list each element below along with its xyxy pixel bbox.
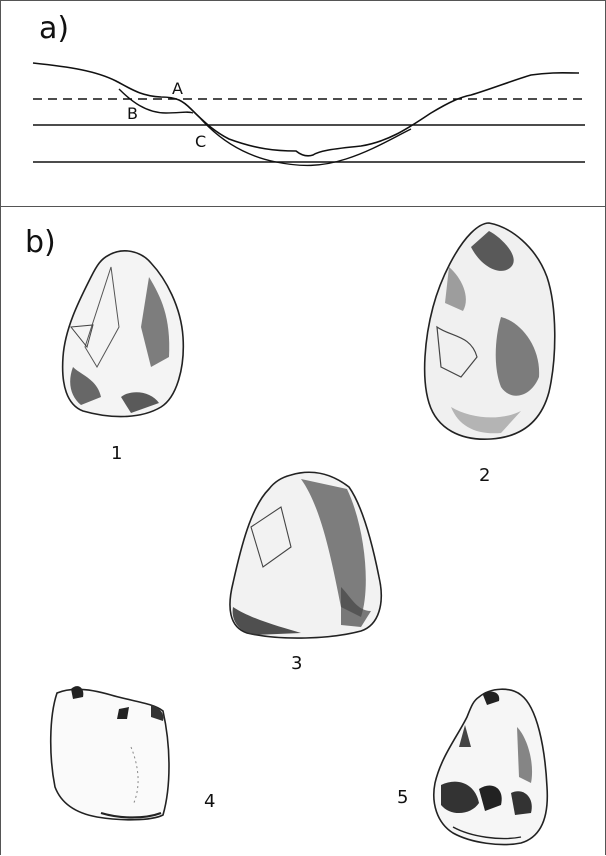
point-label-c: C <box>195 132 206 151</box>
panel-b: b) <box>1 207 606 856</box>
artifact-1-drawing <box>63 251 184 417</box>
point-label-a: A <box>172 79 183 98</box>
artifact-5-drawing <box>434 689 547 844</box>
artifact-4-number: 4 <box>204 791 215 812</box>
panel-a: a) A B C <box>1 1 606 207</box>
ground-surface-profile <box>33 63 579 156</box>
artifact-4-drawing <box>51 686 169 820</box>
artifact-3-drawing <box>230 472 381 638</box>
artifact-5-number: 5 <box>397 787 408 808</box>
artifact-3-number: 3 <box>291 653 302 674</box>
point-label-b: B <box>127 104 138 123</box>
artifact-drawings <box>1 207 606 856</box>
profile-curve-c <box>201 119 411 165</box>
terrace-profile-diagram <box>1 1 606 207</box>
artifact-1-number: 1 <box>111 443 122 464</box>
artifact-2-number: 2 <box>479 465 490 486</box>
artifact-2-drawing <box>425 223 555 439</box>
